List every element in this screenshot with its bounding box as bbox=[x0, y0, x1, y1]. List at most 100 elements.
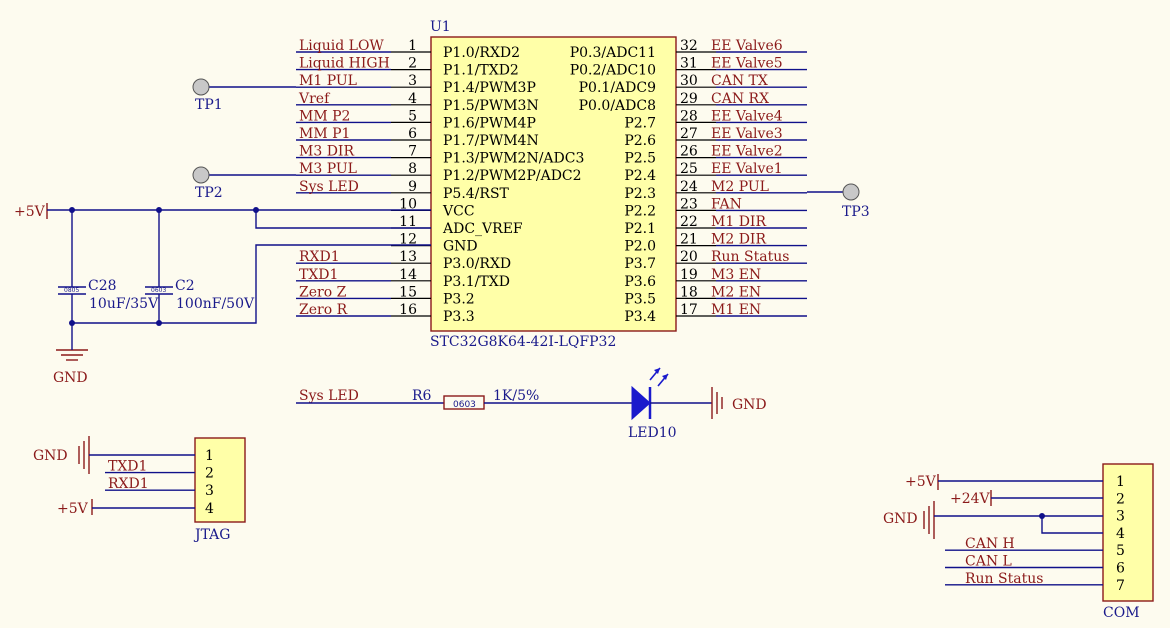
jtag-gnd-symbol: GND bbox=[33, 436, 195, 474]
jtag-5v-symbol: +5V bbox=[57, 499, 195, 517]
pin-function: P1.1/TXD2 bbox=[443, 63, 519, 79]
pin-number: 22 bbox=[680, 214, 698, 230]
jtag-pin-4: 4 bbox=[205, 501, 214, 517]
com-designator: COM bbox=[1103, 605, 1140, 621]
pin-number: 26 bbox=[680, 144, 698, 160]
net-label: CAN H bbox=[965, 536, 1015, 552]
pin-function: P2.3 bbox=[624, 186, 656, 202]
jtag-designator: JTAG bbox=[193, 527, 230, 543]
r6-package: 0603 bbox=[453, 400, 476, 410]
tp3-label: TP3 bbox=[842, 204, 870, 220]
pin-function: P2.1 bbox=[624, 221, 656, 237]
pin-function: ADC_VREF bbox=[442, 221, 523, 237]
tp2-pad bbox=[192, 166, 210, 184]
pin-function: P3.6 bbox=[624, 274, 656, 290]
pin-number: 3 bbox=[1116, 509, 1125, 525]
pin-number: 1 bbox=[1116, 474, 1125, 490]
tp2-label: TP2 bbox=[195, 185, 223, 201]
pin-function: P1.2/PWM2P/ADC2 bbox=[443, 168, 582, 184]
gnd-symbol: GND bbox=[53, 342, 88, 386]
c2-designator: C2 bbox=[175, 278, 195, 294]
net-label: EE Valve6 bbox=[711, 38, 783, 54]
led-icon bbox=[631, 385, 651, 421]
tp1-pad bbox=[192, 78, 210, 96]
com-body bbox=[1102, 463, 1154, 602]
net-label: M3 DIR bbox=[299, 144, 354, 160]
pin-number: 27 bbox=[680, 126, 698, 142]
pin-number: 7 bbox=[1116, 578, 1125, 594]
net-label: M1 PUL bbox=[299, 73, 357, 89]
pin-number: 8 bbox=[408, 161, 417, 177]
net-label: M3 PUL bbox=[299, 161, 357, 177]
pin-function: GND bbox=[443, 239, 478, 255]
pin-number: 6 bbox=[1116, 561, 1125, 577]
net-label: Zero Z bbox=[299, 284, 347, 300]
net-label: Liquid HIGH bbox=[299, 56, 390, 72]
junction bbox=[156, 207, 162, 213]
net-label: Vref bbox=[298, 91, 331, 107]
pin-number: 24 bbox=[680, 179, 698, 195]
pin-function: P1.4/PWM3P bbox=[443, 80, 536, 96]
net-label: Zero R bbox=[299, 302, 348, 318]
net-label: M1 DIR bbox=[711, 214, 766, 230]
pin-number: 2 bbox=[1116, 491, 1125, 507]
pin-function: P1.6/PWM4P bbox=[443, 115, 536, 131]
r6-designator: R6 bbox=[412, 388, 432, 404]
net-label: EE Valve1 bbox=[711, 161, 783, 177]
net-label: Run Status bbox=[965, 571, 1043, 587]
com-pin-7: 7 Run Status bbox=[945, 571, 1125, 594]
com-gnd-symbol: GND bbox=[883, 501, 1103, 539]
pin-function: P3.4 bbox=[624, 309, 656, 325]
net-label: TXD1 bbox=[299, 267, 338, 283]
pin-number: 1 bbox=[205, 448, 214, 464]
gnd-symbol: GND bbox=[711, 387, 767, 419]
led10-designator: LED10 bbox=[628, 425, 677, 441]
net-label: Run Status bbox=[711, 249, 789, 265]
pin-number: 7 bbox=[408, 144, 417, 160]
gnd-wire bbox=[72, 244, 431, 324]
pin-number: 17 bbox=[680, 302, 698, 318]
pin-number: 16 bbox=[399, 302, 417, 318]
u1-pin-27: 27 P2.6 EE Valve3 bbox=[624, 126, 807, 149]
net-label: FAN bbox=[711, 196, 742, 212]
pin-number: 25 bbox=[680, 161, 698, 177]
pin-number: 23 bbox=[680, 196, 698, 212]
com-pin-4: 4 bbox=[1116, 526, 1125, 542]
net-label: M2 DIR bbox=[711, 232, 766, 248]
pin-number: 29 bbox=[680, 91, 698, 107]
junction bbox=[69, 207, 75, 213]
pin-number: 21 bbox=[680, 232, 698, 248]
vref-wire bbox=[255, 210, 431, 229]
net-label: TXD1 bbox=[108, 459, 147, 475]
u1-pin-2: 2 P1.1/TXD2 Liquid HIGH bbox=[296, 56, 519, 79]
pin-function: P0.0/ADC8 bbox=[579, 98, 656, 114]
pin-number: 12 bbox=[399, 232, 417, 248]
pin-function: P1.3/PWM2N/ADC3 bbox=[443, 151, 584, 167]
jtag-pin-1: 1 bbox=[205, 448, 214, 464]
pin-number: 4 bbox=[205, 501, 214, 517]
pin-function: P2.6 bbox=[624, 133, 656, 149]
com-5v-symbol: +5V bbox=[905, 474, 1103, 490]
net-label: MM P2 bbox=[299, 108, 350, 124]
decoupling-section: +5V 0805 C28 10uF/35V 0603 C2 100nF/50V bbox=[14, 203, 431, 386]
net-label: EE Valve3 bbox=[711, 126, 783, 142]
pin-number: 2 bbox=[408, 56, 417, 72]
tp1-label: TP1 bbox=[195, 97, 223, 113]
c2-capacitor: 0603 C2 100nF/50V bbox=[145, 278, 255, 312]
pin-function: P3.2 bbox=[443, 291, 475, 307]
